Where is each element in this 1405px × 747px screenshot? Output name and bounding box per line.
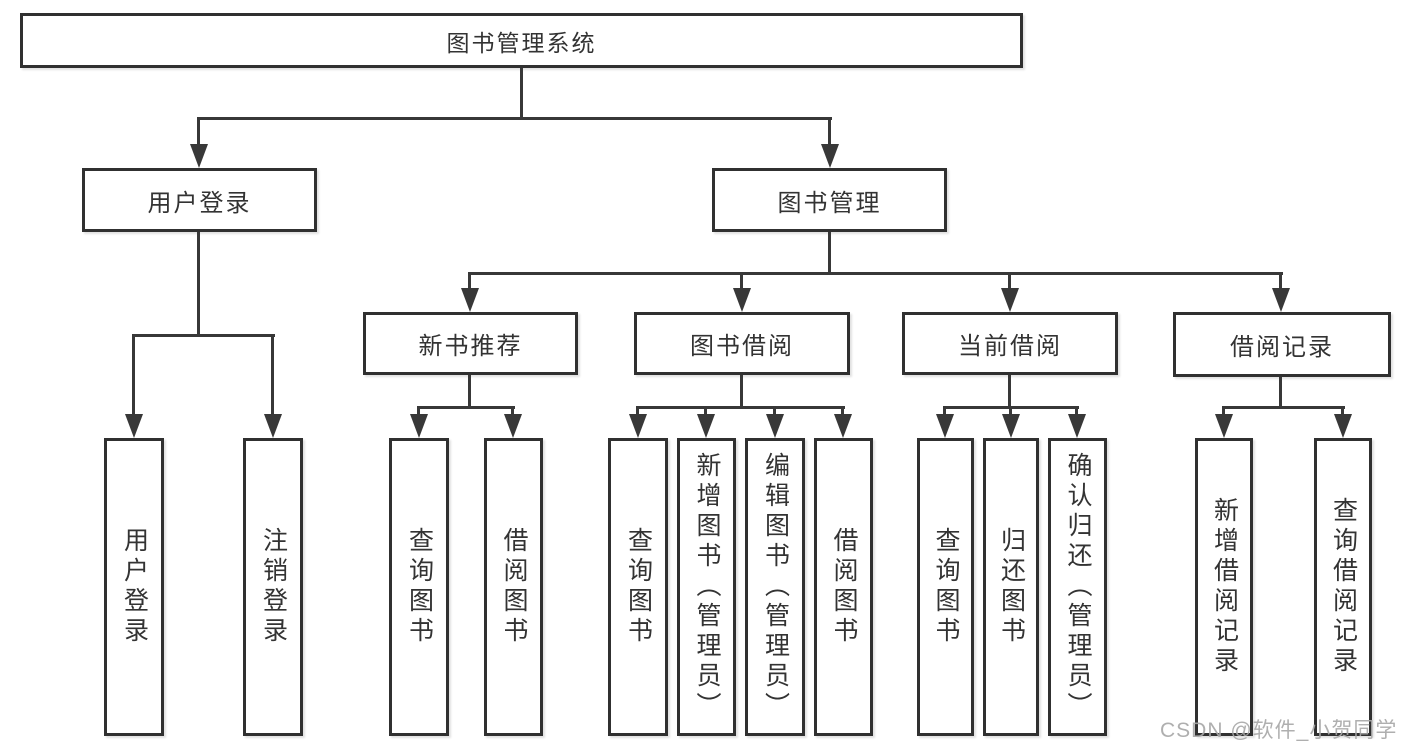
arrow-down-icon [1215,414,1233,438]
arrow-down-icon [461,288,479,312]
connector-drop-cb-return [1009,406,1012,418]
arrow-down-icon [936,414,954,438]
connector-drop-borrow-record [1279,272,1282,292]
arrow-down-icon [1002,414,1020,438]
node-book-management: 图书管理 [712,168,947,232]
connector-user-login-stem [197,232,200,337]
node-root: 图书管理系统 [20,13,1023,68]
connector-book-borrow-branch [636,406,845,409]
connector-book-management-branch [468,272,1283,275]
arrow-down-icon [264,414,282,438]
connector-root-branch [198,117,832,120]
connector-borrow-record-stem [1279,377,1282,409]
connector-drop-book-borrow [740,272,743,292]
leaf-current-query-book: 查询图书 [917,438,974,736]
leaf-record-query-borrow-record: 查询借阅记录 [1314,438,1372,736]
connector-current-borrow-stem [1008,375,1011,409]
arrow-down-icon [1068,414,1086,438]
arrow-down-icon [834,414,852,438]
connector-drop-newrec-query [417,406,420,418]
connector-drop-leaf-user-login [132,334,135,416]
connector-drop-bb-add [704,406,707,418]
connector-drop-br-add [1222,406,1225,418]
leaf-borrow-borrow-book: 借阅图书 [814,438,873,736]
connector-drop-current-borrow [1008,272,1011,292]
connector-new-book-stem [468,375,471,409]
arrow-down-icon [629,414,647,438]
connector-drop-leaf-logout [271,334,274,416]
connector-book-borrow-stem [740,375,743,409]
leaf-current-return-book: 归还图书 [983,438,1039,736]
node-current-borrow: 当前借阅 [902,312,1118,375]
leaf-current-confirm-return-admin: 确认归还（管理员） [1048,438,1107,736]
node-new-book-recommend: 新书推荐 [363,312,578,375]
arrow-down-icon [125,414,143,438]
leaf-newrec-borrow-book: 借阅图书 [484,438,543,736]
connector-drop-new-book-recommend [468,272,471,292]
connector-drop-book-management [828,117,831,147]
arrow-down-icon [821,144,839,168]
connector-drop-bb-borrow [841,406,844,418]
arrow-down-icon [190,144,208,168]
leaf-newrec-query-book: 查询图书 [389,438,449,736]
connector-drop-cb-confirm [1075,406,1078,418]
connector-drop-bb-query [636,406,639,418]
leaf-user-login: 用户登录 [104,438,164,736]
arrow-down-icon [504,414,522,438]
arrow-down-icon [410,414,428,438]
arrow-down-icon [1001,288,1019,312]
connector-book-management-stem [828,232,831,275]
leaf-borrow-edit-book-admin: 编辑图书（管理员） [745,438,805,736]
arrow-down-icon [1272,288,1290,312]
leaf-record-add-borrow-record: 新增借阅记录 [1195,438,1253,736]
csdn-watermark: CSDN @软件_小贺同学 [1160,719,1398,742]
connector-new-book-branch [417,406,515,409]
arrow-down-icon [697,414,715,438]
node-borrow-record: 借阅记录 [1173,312,1391,377]
connector-drop-bb-edit [773,406,776,418]
leaf-borrow-add-book-admin: 新增图书（管理员） [677,438,736,736]
node-book-borrow: 图书借阅 [634,312,850,375]
connector-borrow-record-branch [1222,406,1345,409]
connector-drop-user-login [197,117,200,147]
node-user-login: 用户登录 [82,168,317,232]
connector-root-stem [520,68,523,118]
connector-drop-newrec-borrow [511,406,514,418]
arrow-down-icon [1334,414,1352,438]
connector-user-login-branch [132,334,275,337]
arrow-down-icon [733,288,751,312]
leaf-logout: 注销登录 [243,438,303,736]
arrow-down-icon [766,414,784,438]
leaf-borrow-query-book: 查询图书 [608,438,668,736]
connector-drop-br-query [1341,406,1344,418]
connector-drop-cb-query [943,406,946,418]
